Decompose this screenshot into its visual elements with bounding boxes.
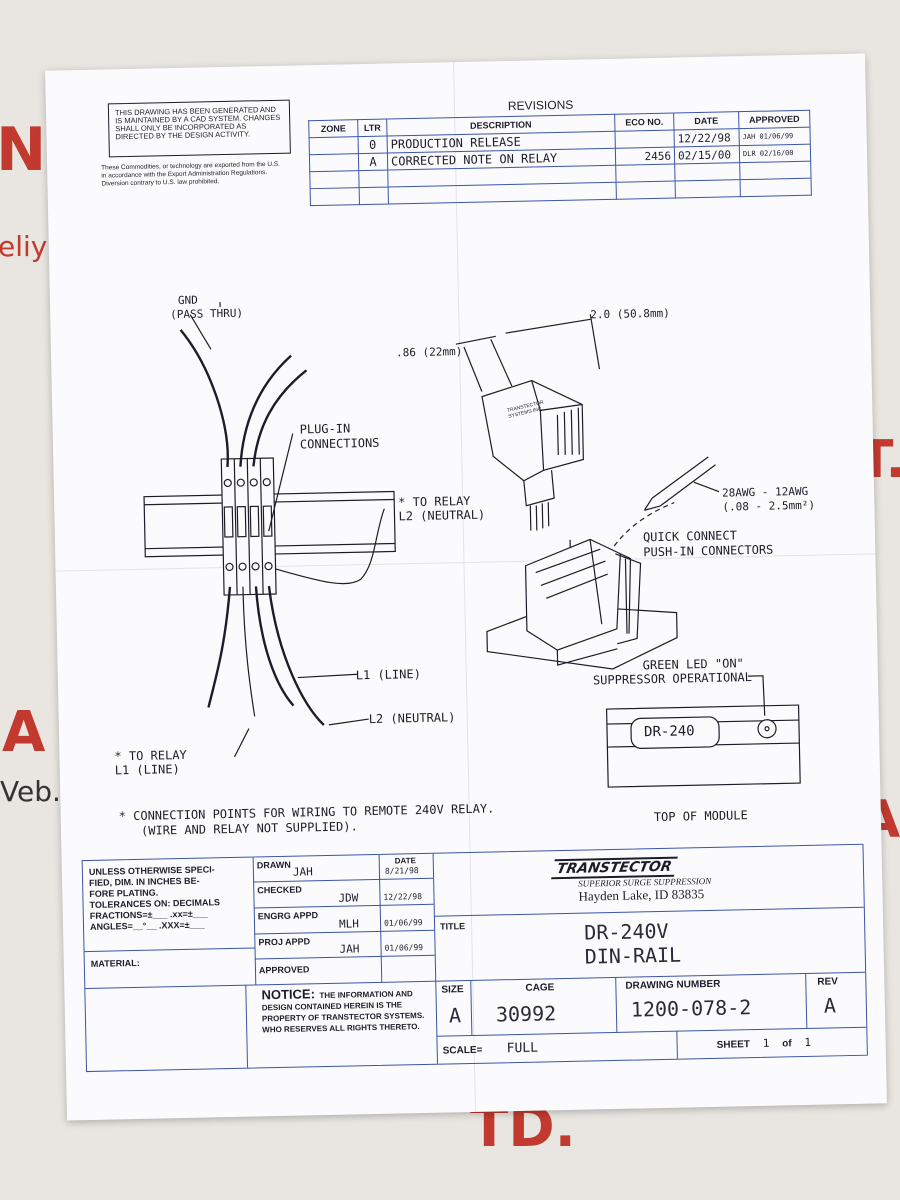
proj-appd-label: PROJ APPD bbox=[258, 936, 311, 948]
scale-value: FULL bbox=[506, 1040, 539, 1057]
proj-appd-by: JAH bbox=[339, 942, 360, 956]
drawing-number-label: DRAWING NUMBER bbox=[625, 978, 721, 992]
l2-neutral-label: L2 (NEUTRAL) bbox=[368, 710, 456, 727]
title-label: TITLE bbox=[440, 921, 466, 932]
sheet-number: 1 bbox=[762, 1036, 770, 1050]
drawn-date: 8/21/98 bbox=[384, 866, 419, 876]
checked-label: CHECKED bbox=[257, 884, 302, 896]
to-relay-l2-line1: * TO RELAY bbox=[398, 493, 471, 510]
quick-connect-line1: QUICK CONNECT bbox=[642, 528, 738, 545]
checked-by: JDW bbox=[338, 891, 359, 905]
to-relay-l1-line2: L1 (LINE) bbox=[114, 762, 180, 778]
to-relay-l2-line2: L2 (NEUTRAL) bbox=[398, 507, 486, 524]
quick-connect-line2: PUSH-IN CONNECTORS bbox=[643, 542, 774, 560]
company-logo-text: TRANSTECTOR bbox=[551, 856, 678, 880]
date-label: DATE bbox=[394, 856, 417, 866]
background-text-left-3: A bbox=[2, 700, 46, 765]
size-value: A bbox=[448, 1003, 462, 1028]
material-label: MATERIAL: bbox=[90, 957, 140, 969]
wiring-diagram bbox=[143, 302, 801, 827]
cage-label: CAGE bbox=[525, 982, 555, 994]
sheet-info: SHEET 1 of 1 bbox=[716, 1035, 812, 1051]
drawing-sheet: THIS DRAWING HAS BEEN GENERATED AND IS M… bbox=[45, 53, 887, 1121]
awg-label-line1: 28AWG - 12AWG bbox=[721, 484, 809, 500]
sheet-label: SHEET bbox=[716, 1039, 751, 1051]
rev-label: REV bbox=[817, 976, 839, 988]
drawing-number-value: 1200-078-2 bbox=[630, 995, 752, 1022]
dimension-20-label: 2.0 (50.8mm) bbox=[590, 306, 670, 322]
gnd-label: GND bbox=[177, 293, 198, 307]
plugin-label-line1: PLUG-IN bbox=[299, 421, 351, 437]
tolerance-line6: ANGLES=__°__ .XXX=±___ bbox=[89, 919, 205, 932]
of-label: of bbox=[782, 1038, 792, 1050]
engrg-appd-label: ENGRG APPD bbox=[257, 910, 319, 922]
approved-label: APPROVED bbox=[258, 964, 310, 976]
notice-heading: NOTICE: bbox=[261, 986, 316, 1003]
scale-label: SCALE= bbox=[442, 1044, 483, 1057]
background-text-left-4: Veb. bbox=[0, 775, 61, 808]
engrg-appd-date: 01/06/99 bbox=[383, 917, 423, 928]
proj-appd-date: 01/06/99 bbox=[384, 942, 424, 953]
l1-line-label: L1 (LINE) bbox=[355, 666, 421, 683]
sheet-total: 1 bbox=[804, 1035, 812, 1050]
rev-value: A bbox=[823, 993, 837, 1018]
title-block: UNLESS OTHERWISE SPECI- FIED, DIM. IN IN… bbox=[81, 843, 868, 1073]
checked-date: 12/22/98 bbox=[383, 891, 423, 902]
module-3d-view bbox=[455, 314, 601, 531]
model-box-label: DR-240 bbox=[643, 723, 695, 741]
module-on-rail bbox=[486, 538, 678, 670]
company-location: Hayden Lake, ID 83835 bbox=[578, 886, 705, 904]
drawing-title-line1: DR-240V bbox=[584, 918, 669, 945]
top-of-module-box bbox=[605, 704, 801, 788]
notice-text: NOTICE: THE INFORMATION AND DESIGN CONTA… bbox=[261, 986, 432, 1034]
top-of-module-label: TOP OF MODULE bbox=[653, 808, 748, 825]
company-logo: TRANSTECTOR bbox=[551, 856, 678, 880]
to-relay-l1-line1: * TO RELAY bbox=[114, 747, 187, 764]
drawn-by: JAH bbox=[292, 865, 313, 879]
drawing-title-line2: DIN-RAIL bbox=[584, 942, 682, 969]
dimension-86-label: .86 (22mm) bbox=[395, 345, 463, 360]
size-label: SIZE bbox=[441, 984, 464, 996]
plugin-label-line2: CONNECTIONS bbox=[299, 435, 380, 452]
awg-label-line2: (.08 - 2.5mm²) bbox=[722, 498, 816, 514]
pass-thru-label: (PASS THRU) bbox=[170, 306, 244, 322]
drawn-label: DRAWN bbox=[256, 859, 291, 871]
tolerance-notes: UNLESS OTHERWISE SPECI- FIED, DIM. IN IN… bbox=[89, 864, 250, 933]
engrg-appd-by: MLH bbox=[338, 917, 360, 931]
cage-value: 30992 bbox=[495, 1001, 557, 1027]
